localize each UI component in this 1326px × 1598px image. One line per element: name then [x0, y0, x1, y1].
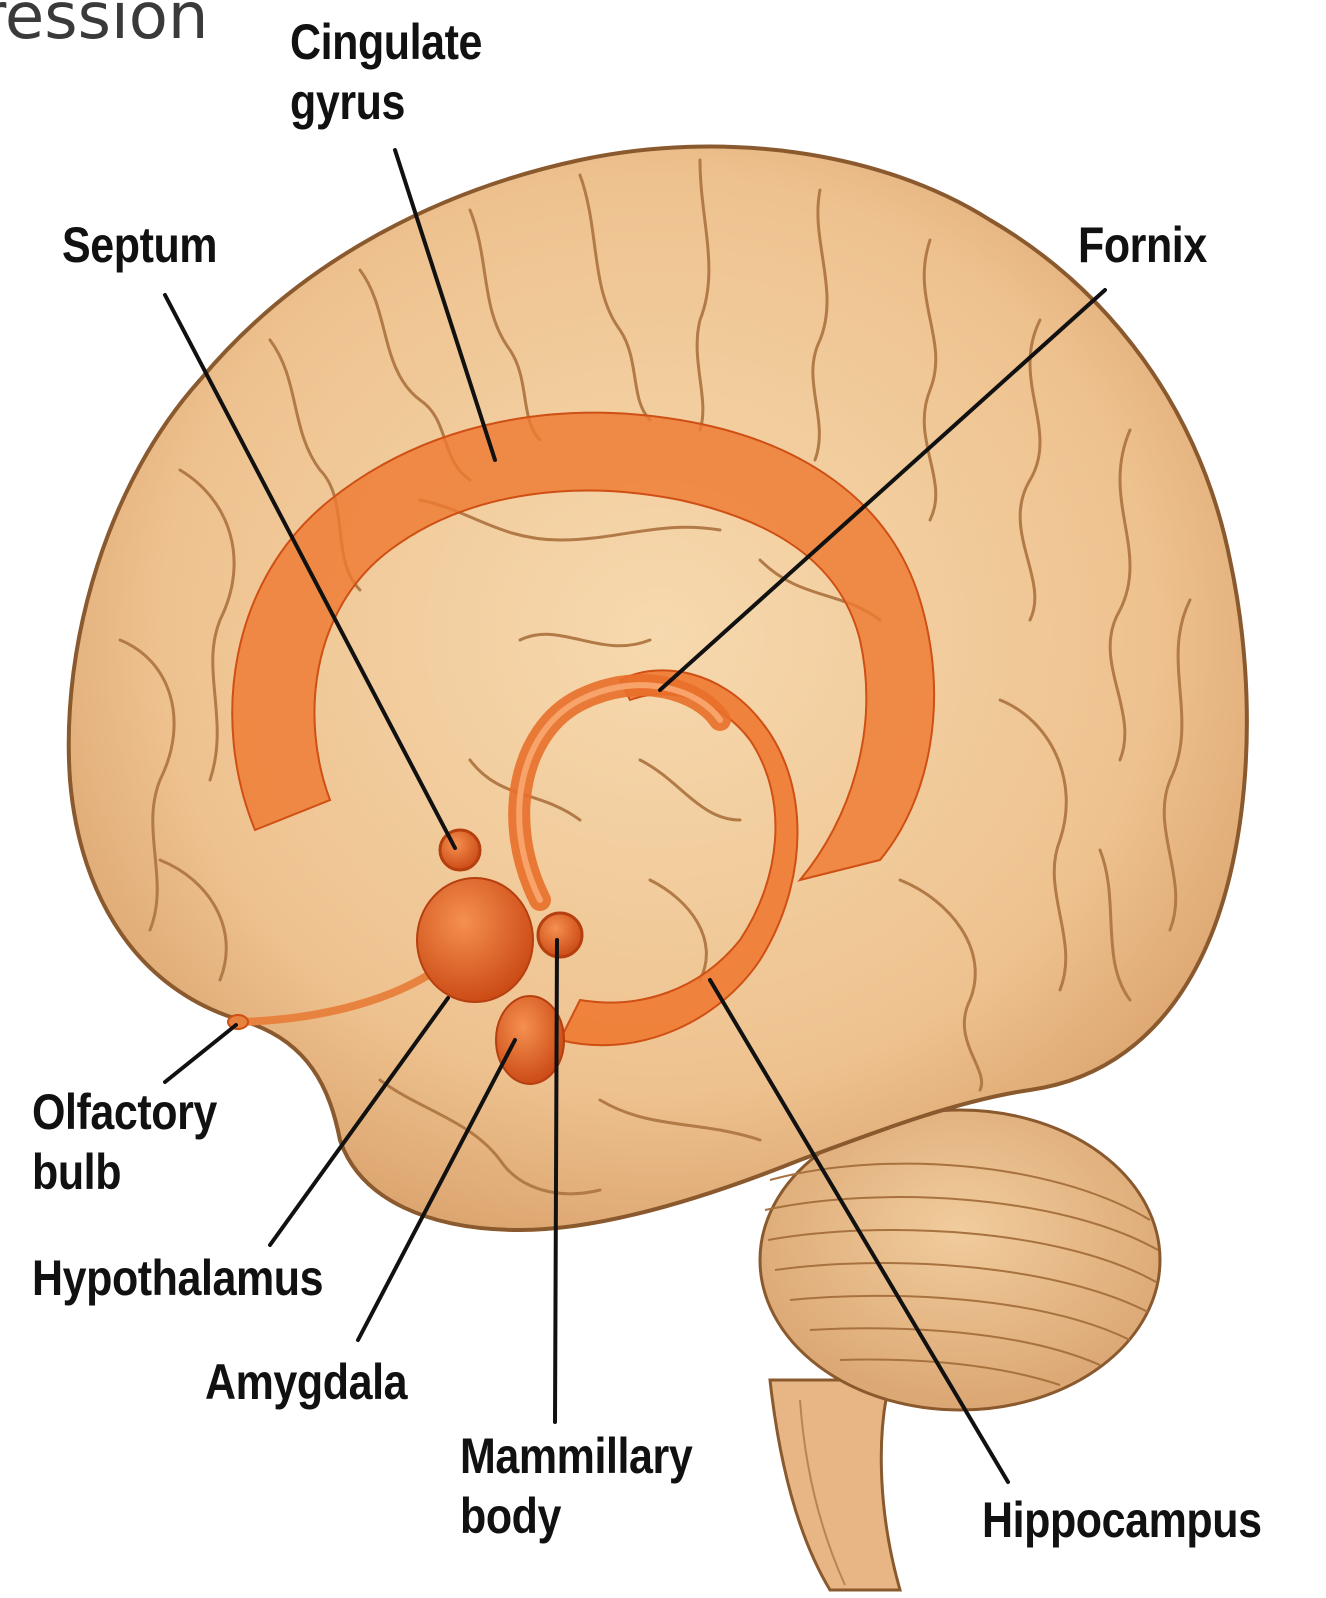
label-olfactory-line1: Olfactory	[32, 1082, 217, 1142]
label-olfactory-bulb: Olfactory bulb	[32, 1082, 217, 1202]
label-cingulate-line1: Cingulate	[290, 12, 482, 72]
brainstem	[770, 1380, 900, 1590]
hypothalamus	[417, 878, 533, 1002]
label-amygdala: Amygdala	[205, 1352, 407, 1412]
leader-olfactory	[165, 1025, 236, 1082]
cerebellum	[760, 1110, 1160, 1410]
label-septum: Septum	[62, 215, 217, 275]
septum	[440, 830, 480, 870]
label-mammillary-line2: body	[460, 1486, 692, 1546]
label-hippocampus: Hippocampus	[982, 1490, 1262, 1550]
label-hypothalamus: Hypothalamus	[32, 1248, 323, 1308]
label-mammillary-body: Mammillary body	[460, 1426, 692, 1546]
label-fornix: Fornix	[1078, 215, 1207, 275]
leader-mammillary	[555, 940, 557, 1422]
label-mammillary-line1: Mammillary	[460, 1426, 692, 1486]
amygdala	[496, 996, 564, 1084]
mammillary-body	[538, 913, 582, 957]
label-cingulate-line2: gyrus	[290, 72, 482, 132]
label-olfactory-line2: bulb	[32, 1142, 217, 1202]
label-cingulate-gyrus: Cingulate gyrus	[290, 12, 482, 132]
